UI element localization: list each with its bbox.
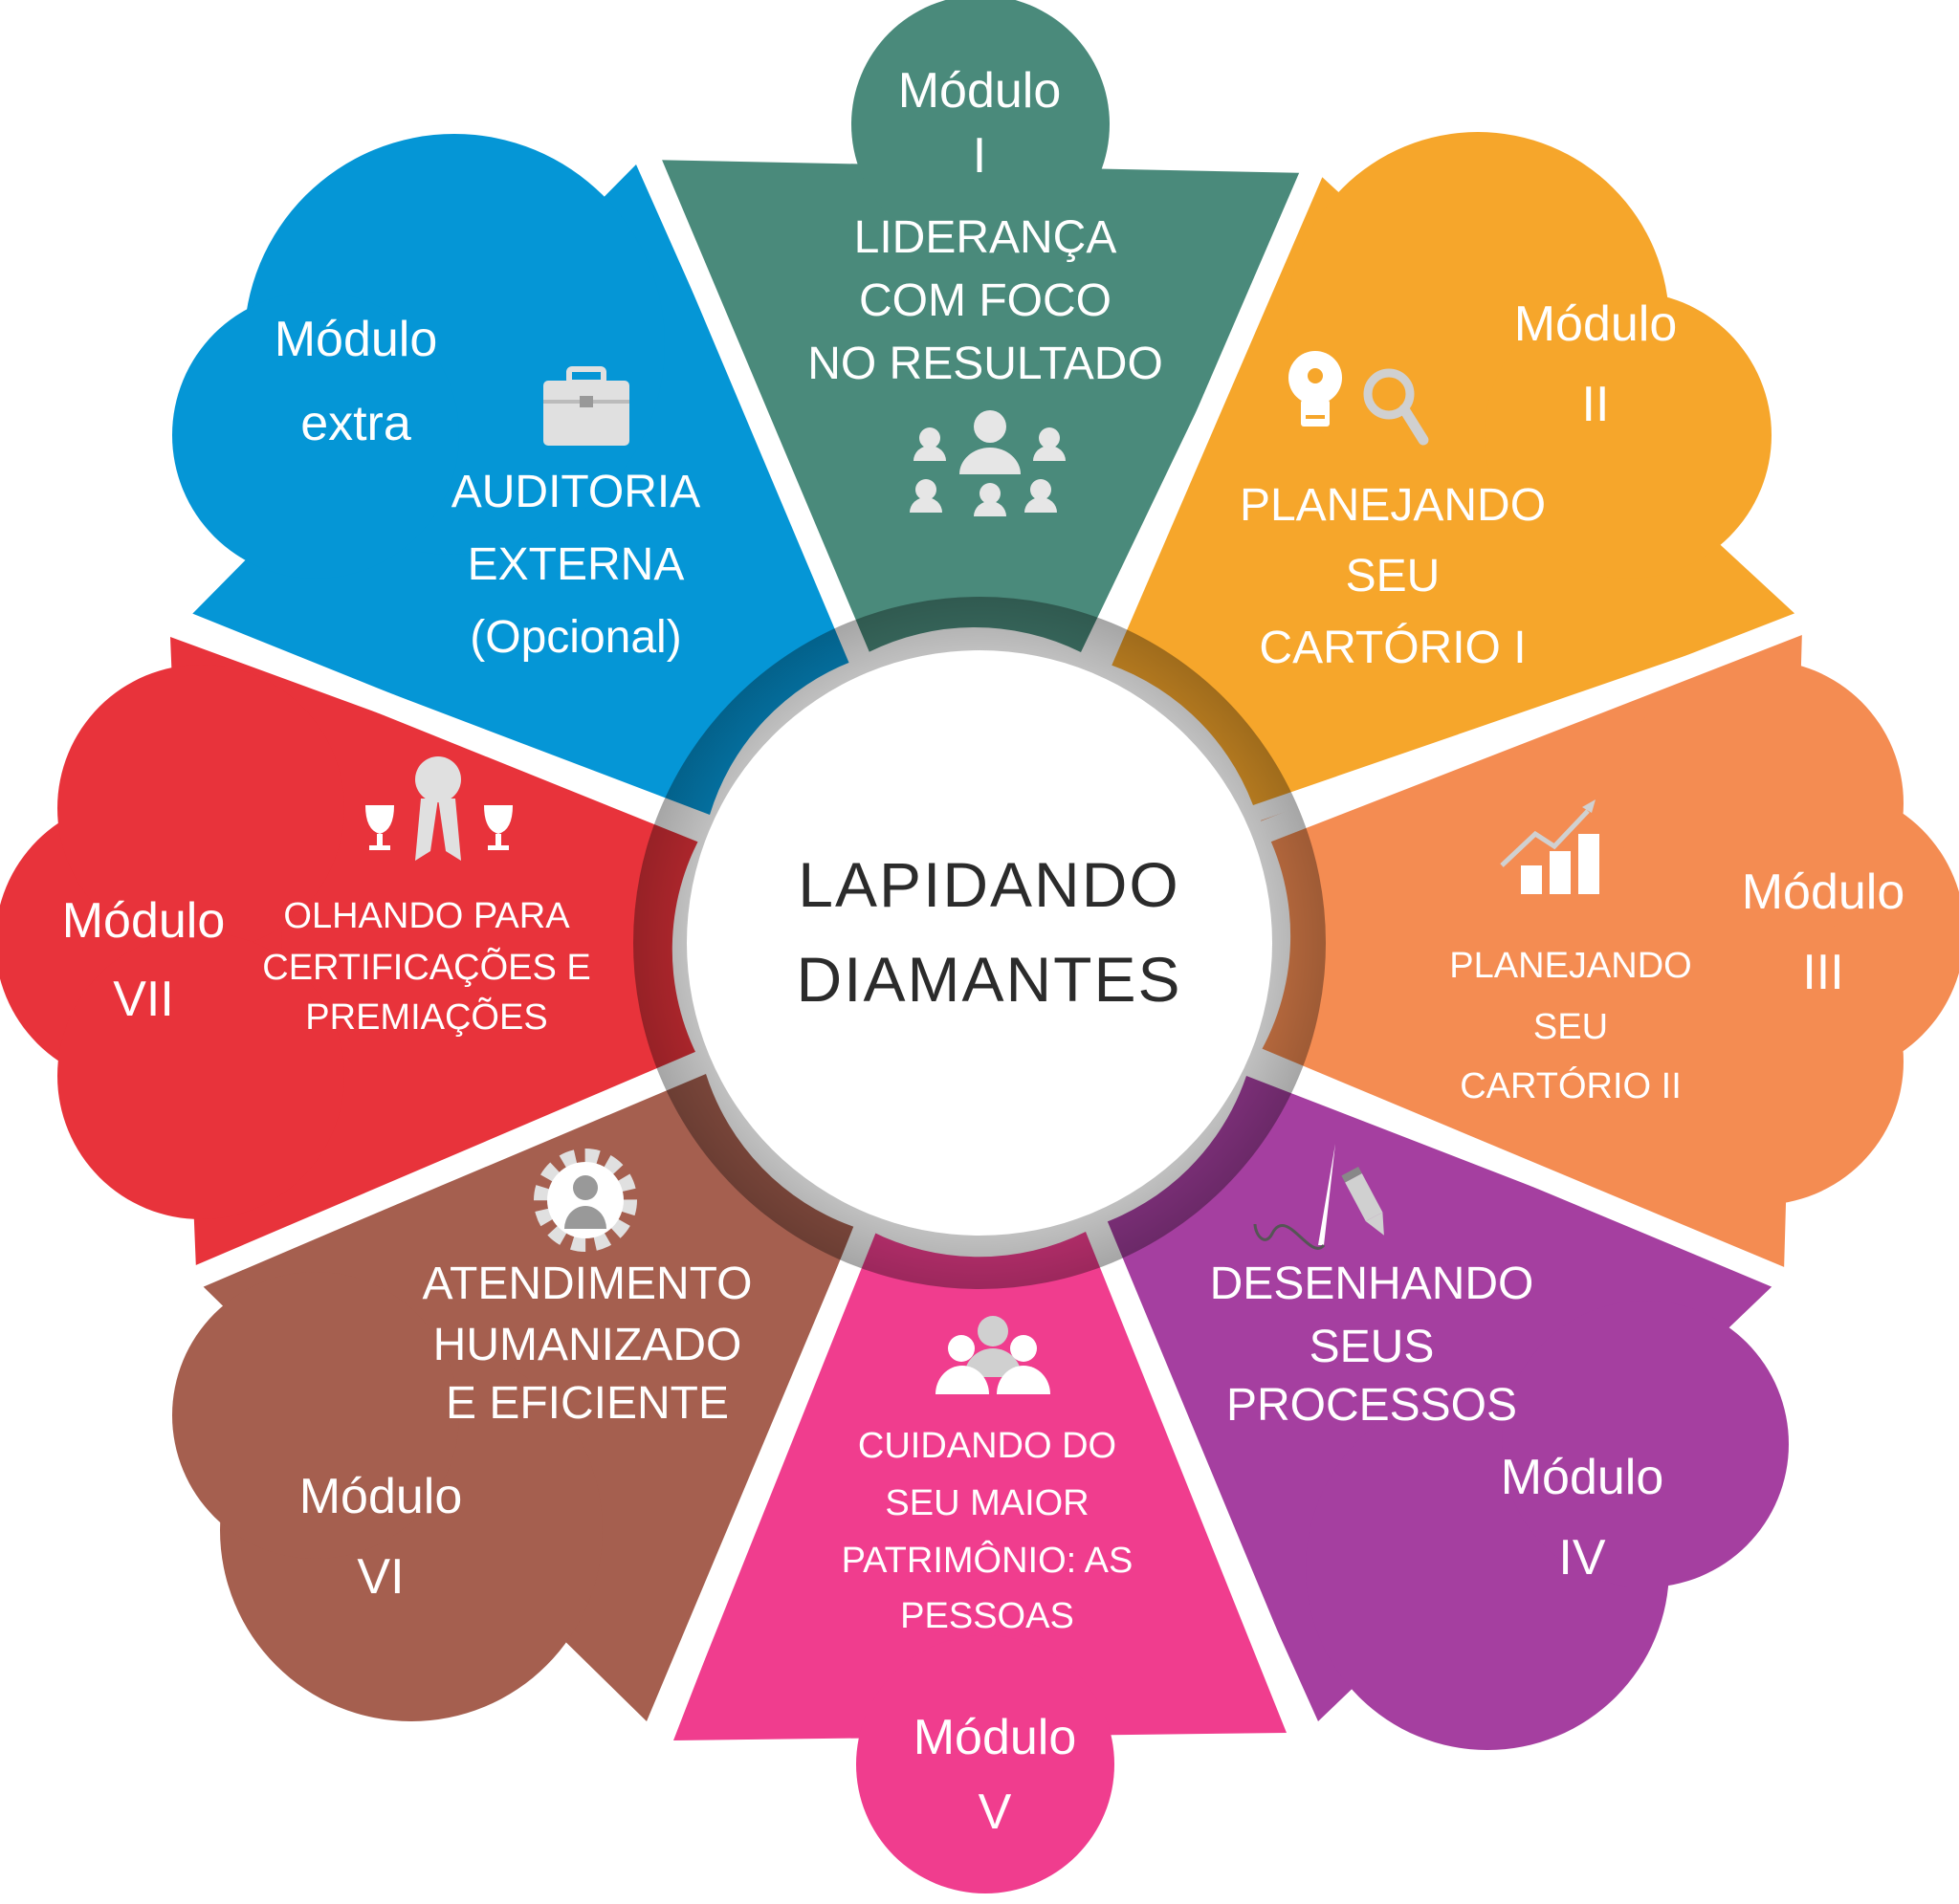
module-1-title-line-1: LIDERANÇA: [854, 212, 1117, 263]
module-4-content: Módulo IV DESENHANDO SEUS PROCESSOS: [1210, 1144, 1664, 1586]
module-5-label: Módulo: [913, 1710, 1077, 1765]
module-3-content: Módulo III PLANEJANDO SEU CARTÓRIO II: [1449, 799, 1904, 1106]
petal-module-extra[interactable]: [172, 134, 856, 815]
module-7-title-line-1: OLHANDO PARA: [283, 896, 570, 936]
module-extra-title-line-3: (Opcional): [470, 612, 681, 663]
module-4-label: Módulo: [1501, 1450, 1664, 1505]
module-2-content: Módulo II PLANEJANDO SEU CARTÓRIO I: [1240, 296, 1677, 673]
module-7-number: VII: [113, 972, 174, 1027]
module-6-content: Módulo VI ATENDIMENTO HUMANIZADO E EFICI…: [299, 1149, 753, 1605]
module-4-title-line-1: DESENHANDO: [1210, 1258, 1534, 1309]
module-extra-title-line-2: EXTERNA: [468, 539, 685, 590]
module-1-title-line-2: COM FOCO: [859, 275, 1112, 326]
module-3-title-line-1: PLANEJANDO: [1449, 946, 1691, 986]
module-1-content: Módulo I LIDERANÇA COM FOCO NO RESULTADO: [807, 63, 1163, 516]
growth-chart-icon: [1500, 799, 1599, 894]
module-5-title-line-2: SEU MAIOR: [885, 1483, 1089, 1523]
module-4-number: IV: [1558, 1530, 1605, 1586]
module-7-label: Módulo: [62, 893, 226, 949]
petal-module-7[interactable]: [0, 637, 703, 1270]
module-6-title-line-3: E EFICIENTE: [446, 1378, 729, 1429]
module-5-number: V: [979, 1784, 1012, 1840]
module-5-title-line-1: CUIDANDO DO: [858, 1426, 1116, 1466]
module-3-title-line-2: SEU: [1533, 1007, 1608, 1047]
center-title-line-1: LAPIDANDO: [798, 849, 1179, 920]
module-6-label: Módulo: [299, 1469, 463, 1524]
module-5-title-line-3: PATRIMÔNIO: AS: [842, 1539, 1134, 1581]
lightbulb-search-icon: [1288, 351, 1429, 446]
module-2-title-line-3: CARTÓRIO I: [1259, 622, 1526, 673]
module-2-number: II: [1582, 377, 1610, 432]
module-2-label: Módulo: [1514, 296, 1678, 352]
center-title-line-2: DIAMANTES: [796, 944, 1181, 1015]
module-2-title-line-1: PLANEJANDO: [1240, 480, 1546, 531]
module-4-title-line-2: SEUS: [1310, 1322, 1435, 1372]
module-5-title-line-4: PESSOAS: [900, 1596, 1074, 1636]
team-icon: [910, 410, 1066, 516]
petal-module-5[interactable]: [673, 1231, 1287, 1893]
module-extra-content: Módulo extra AUDITORIA EXTERNA (Opcional…: [275, 312, 701, 663]
module-7-title-line-3: PREMIAÇÕES: [305, 996, 547, 1038]
pen-pencil-icon: [1253, 1144, 1384, 1250]
module-5-content: Módulo V CUIDANDO DO SEU MAIOR PATRIMÔNI…: [842, 1316, 1134, 1840]
module-1-title-line-3: NO RESULTADO: [807, 339, 1163, 389]
module-3-number: III: [1802, 945, 1843, 1000]
module-3-label: Módulo: [1742, 864, 1905, 920]
module-7-content: Módulo VII OLHANDO PARA CERTIFICAÇÕES E …: [62, 756, 591, 1038]
module-6-title-line-1: ATENDIMENTO: [423, 1258, 753, 1309]
gear-person-icon: [534, 1149, 637, 1252]
module-extra-title-line-1: AUDITORIA: [451, 467, 700, 517]
center-circle: [687, 650, 1272, 1236]
module-2-title-line-2: SEU: [1346, 551, 1441, 602]
module-6-title-line-2: HUMANIZADO: [433, 1320, 742, 1370]
module-1-label: Módulo: [898, 63, 1062, 119]
module-3-title-line-3: CARTÓRIO II: [1460, 1065, 1682, 1106]
petal-module-2[interactable]: [1095, 132, 1798, 805]
module-extra-label: Módulo: [275, 312, 438, 367]
petal-module-4[interactable]: [1095, 1076, 1789, 1750]
awards-icon: [365, 756, 513, 861]
module-extra-number: extra: [300, 396, 411, 451]
center-hub: LAPIDANDO DIAMANTES: [633, 597, 1326, 1289]
briefcase-icon: [543, 366, 629, 446]
module-4-title-line-3: PROCESSOS: [1226, 1380, 1517, 1431]
petal-module-6[interactable]: [172, 1074, 854, 1721]
module-7-title-line-2: CERTIFICAÇÕES E: [262, 946, 590, 988]
module-1-number: I: [973, 128, 986, 184]
module-6-number: VI: [357, 1549, 404, 1605]
people-group-icon: [935, 1316, 1050, 1394]
petal-module-1[interactable]: [647, 0, 1310, 652]
